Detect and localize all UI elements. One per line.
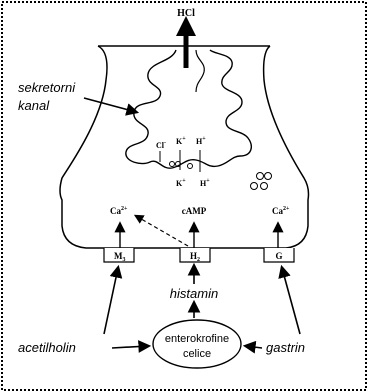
- ion-h-top: H+: [196, 136, 206, 146]
- gastrin-to-ecl-arrow: [246, 346, 262, 348]
- camp-to-ca-dashed-arrow: [136, 216, 188, 246]
- ion-k-top: K+: [176, 136, 186, 146]
- vesicle-3: [251, 183, 258, 190]
- ecl-cell-line2: celice: [183, 348, 211, 360]
- canal-label-line2: kanal: [18, 98, 50, 113]
- pump-circle-3: [188, 164, 193, 169]
- canal-label-line1: sekretorni: [18, 80, 76, 95]
- messenger-camp: cAMP: [182, 206, 207, 216]
- messenger-ca-right: Ca2+: [272, 206, 290, 216]
- messenger-ca-left: Ca2+: [110, 206, 128, 216]
- ecl-cell-line1: enterokrofine: [165, 333, 229, 345]
- hcl-arrow-head: [176, 16, 196, 36]
- histamin-label: histamin: [170, 286, 218, 301]
- gastrin-to-g-arrow: [282, 268, 300, 334]
- hcl-label: HCl: [177, 8, 195, 19]
- gastrin-label: gastrin: [266, 340, 305, 355]
- receptor-g-label: G: [275, 251, 282, 261]
- vesicle-4: [261, 183, 268, 190]
- vesicle-1: [257, 173, 264, 180]
- ion-k-bottom: K+: [176, 178, 186, 188]
- vesicle-2: [265, 173, 272, 180]
- acetilholin-label: acetilholin: [18, 340, 76, 355]
- ion-cl: Cl-: [156, 140, 166, 150]
- acetilholin-to-ecl-arrow: [112, 346, 148, 348]
- canaliculus-inner-loop: [196, 50, 204, 92]
- canal-pointer-arrow: [84, 98, 136, 112]
- pump-circle-1: [170, 162, 175, 167]
- parietal-cell-outline: [60, 46, 309, 248]
- ion-h-bottom: H+: [200, 178, 210, 188]
- secretory-canaliculus: [126, 50, 251, 168]
- acetilholin-to-m3-arrow: [104, 268, 118, 334]
